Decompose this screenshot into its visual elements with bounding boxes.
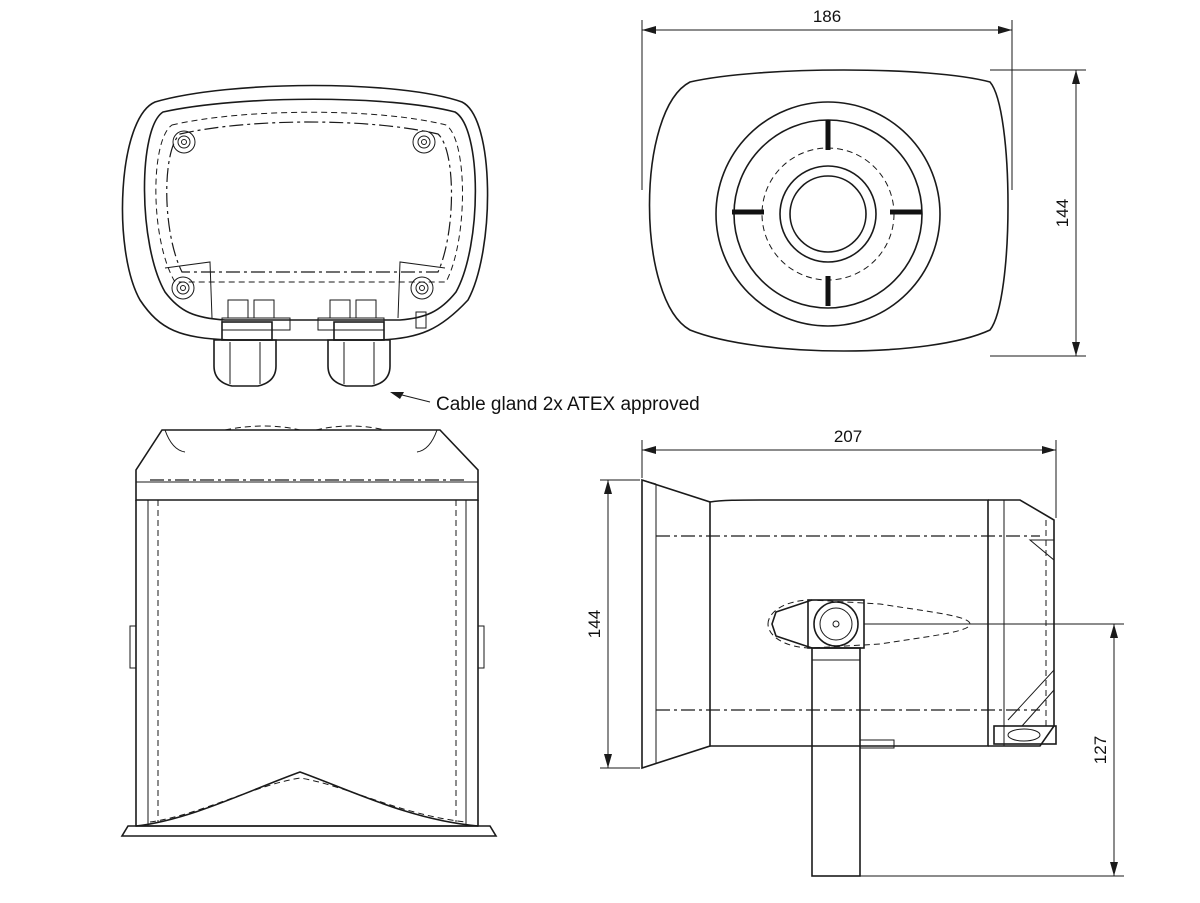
side-view (641, 478, 1057, 877)
dim-mount-height: 127 (860, 623, 1124, 877)
dim-label-144-side: 144 (585, 610, 604, 638)
dim-label-144-front: 144 (1053, 199, 1072, 227)
dim-label-207: 207 (834, 427, 862, 446)
cable-gland-note: Cable gland 2x ATEX approved (436, 394, 700, 415)
rear-view (121, 84, 489, 387)
screw-boss-bottom-left (171, 276, 195, 300)
terminal-block-right (317, 299, 385, 331)
cable-gland-right (327, 321, 391, 387)
dim-depth-side: 207 (641, 427, 1057, 518)
screw-boss-top-left (172, 130, 196, 154)
terminal-block-left (221, 299, 291, 331)
dim-label-186: 186 (813, 7, 841, 26)
screw-boss-bottom-right (410, 276, 434, 300)
mount-pivot (807, 599, 865, 649)
screw-boss-top-right (412, 130, 436, 154)
cable-gland-left (213, 321, 277, 387)
cable-gland-callout: Cable gland 2x ATEX approved (390, 392, 700, 415)
dim-label-127: 127 (1091, 736, 1110, 764)
dim-height-front: 144 (990, 69, 1086, 357)
dim-height-side: 144 (585, 479, 640, 769)
dim-width-front: 186 (641, 7, 1013, 190)
front-view (648, 69, 1009, 352)
top-view (120, 425, 498, 837)
mount-bracket (811, 647, 895, 877)
